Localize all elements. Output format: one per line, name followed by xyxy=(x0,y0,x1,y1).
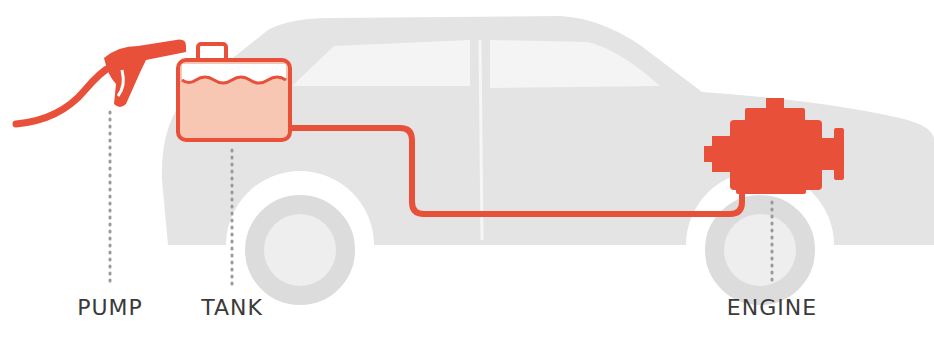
rear-hub xyxy=(264,214,336,286)
fuel-tank xyxy=(178,60,290,140)
tank-air xyxy=(182,64,286,83)
door-line xyxy=(480,40,482,240)
part-label: TANK xyxy=(201,297,263,319)
pump-trigger xyxy=(118,70,123,96)
pump-hose xyxy=(16,66,112,124)
front-wheel xyxy=(702,192,818,308)
part-label: PUMP xyxy=(77,297,143,319)
fuel-surface xyxy=(182,77,286,83)
leader-lines xyxy=(110,112,772,286)
pump-nozzle xyxy=(104,40,186,107)
rear-window xyxy=(292,40,470,86)
engine-icon xyxy=(704,98,844,194)
front-window xyxy=(490,40,660,88)
rear-wheel xyxy=(242,192,358,308)
front-hub xyxy=(724,214,796,286)
fuel-line xyxy=(290,128,742,214)
part-label: ENGINE xyxy=(727,297,817,319)
